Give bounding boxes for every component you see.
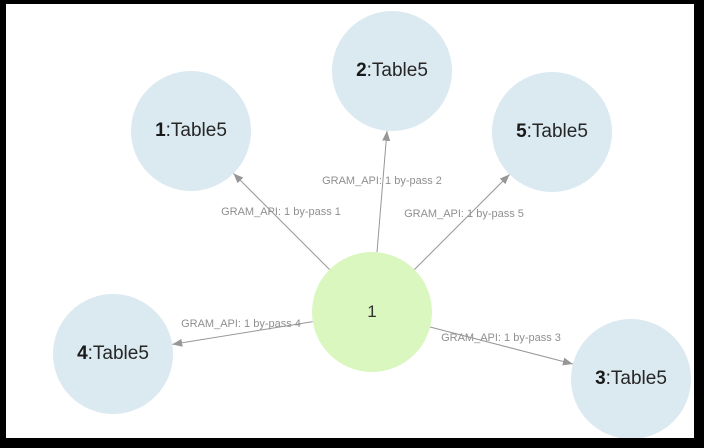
node-number: 1: [155, 120, 166, 141]
graph-canvas[interactable]: GRAM_API: 1 by-pass 1 GRAM_API: 1 by-pas…: [6, 4, 694, 438]
graph-node-center-1[interactable]: 1: [312, 252, 432, 372]
edge-label-bypass-3[interactable]: GRAM_API: 1 by-pass 3: [441, 332, 561, 344]
graph-node-3-table5[interactable]: 3:Table5: [571, 319, 691, 438]
edge-label-bypass-4[interactable]: GRAM_API: 1 by-pass 4: [181, 318, 301, 330]
node-number: 3: [595, 368, 606, 389]
edge-line-bypass-5: [414, 174, 510, 270]
node-label: 3:Table5: [595, 368, 667, 390]
graph-node-2-table5[interactable]: 2:Table5: [332, 11, 452, 131]
edge-label-bypass-2[interactable]: GRAM_API: 1 by-pass 2: [322, 175, 442, 187]
node-number: 4: [77, 343, 88, 364]
node-type: :Table5: [605, 368, 667, 389]
node-type: :Table5: [87, 343, 149, 364]
node-label: 1:Table5: [155, 120, 227, 142]
node-label: 2:Table5: [356, 60, 428, 82]
node-label: 1: [367, 302, 377, 321]
graph-node-1-table5[interactable]: 1:Table5: [131, 71, 251, 191]
node-number: 2: [356, 60, 367, 81]
node-label: 5:Table5: [516, 121, 588, 143]
node-type: :Table5: [165, 120, 227, 141]
node-label: 4:Table5: [77, 343, 149, 365]
edge-line-bypass-1: [233, 173, 330, 270]
node-type: :Table5: [366, 60, 428, 81]
edge-line-bypass-2: [376, 130, 391, 253]
node-number: 5: [516, 121, 527, 142]
node-type: :Table5: [526, 121, 588, 142]
edge-label-bypass-1[interactable]: GRAM_API: 1 by-pass 1: [221, 206, 341, 218]
graph-node-4-table5[interactable]: 4:Table5: [53, 294, 173, 414]
graph-node-5-table5[interactable]: 5:Table5: [492, 72, 612, 192]
edge-label-bypass-5[interactable]: GRAM_API: 1 by-pass 5: [404, 208, 524, 220]
